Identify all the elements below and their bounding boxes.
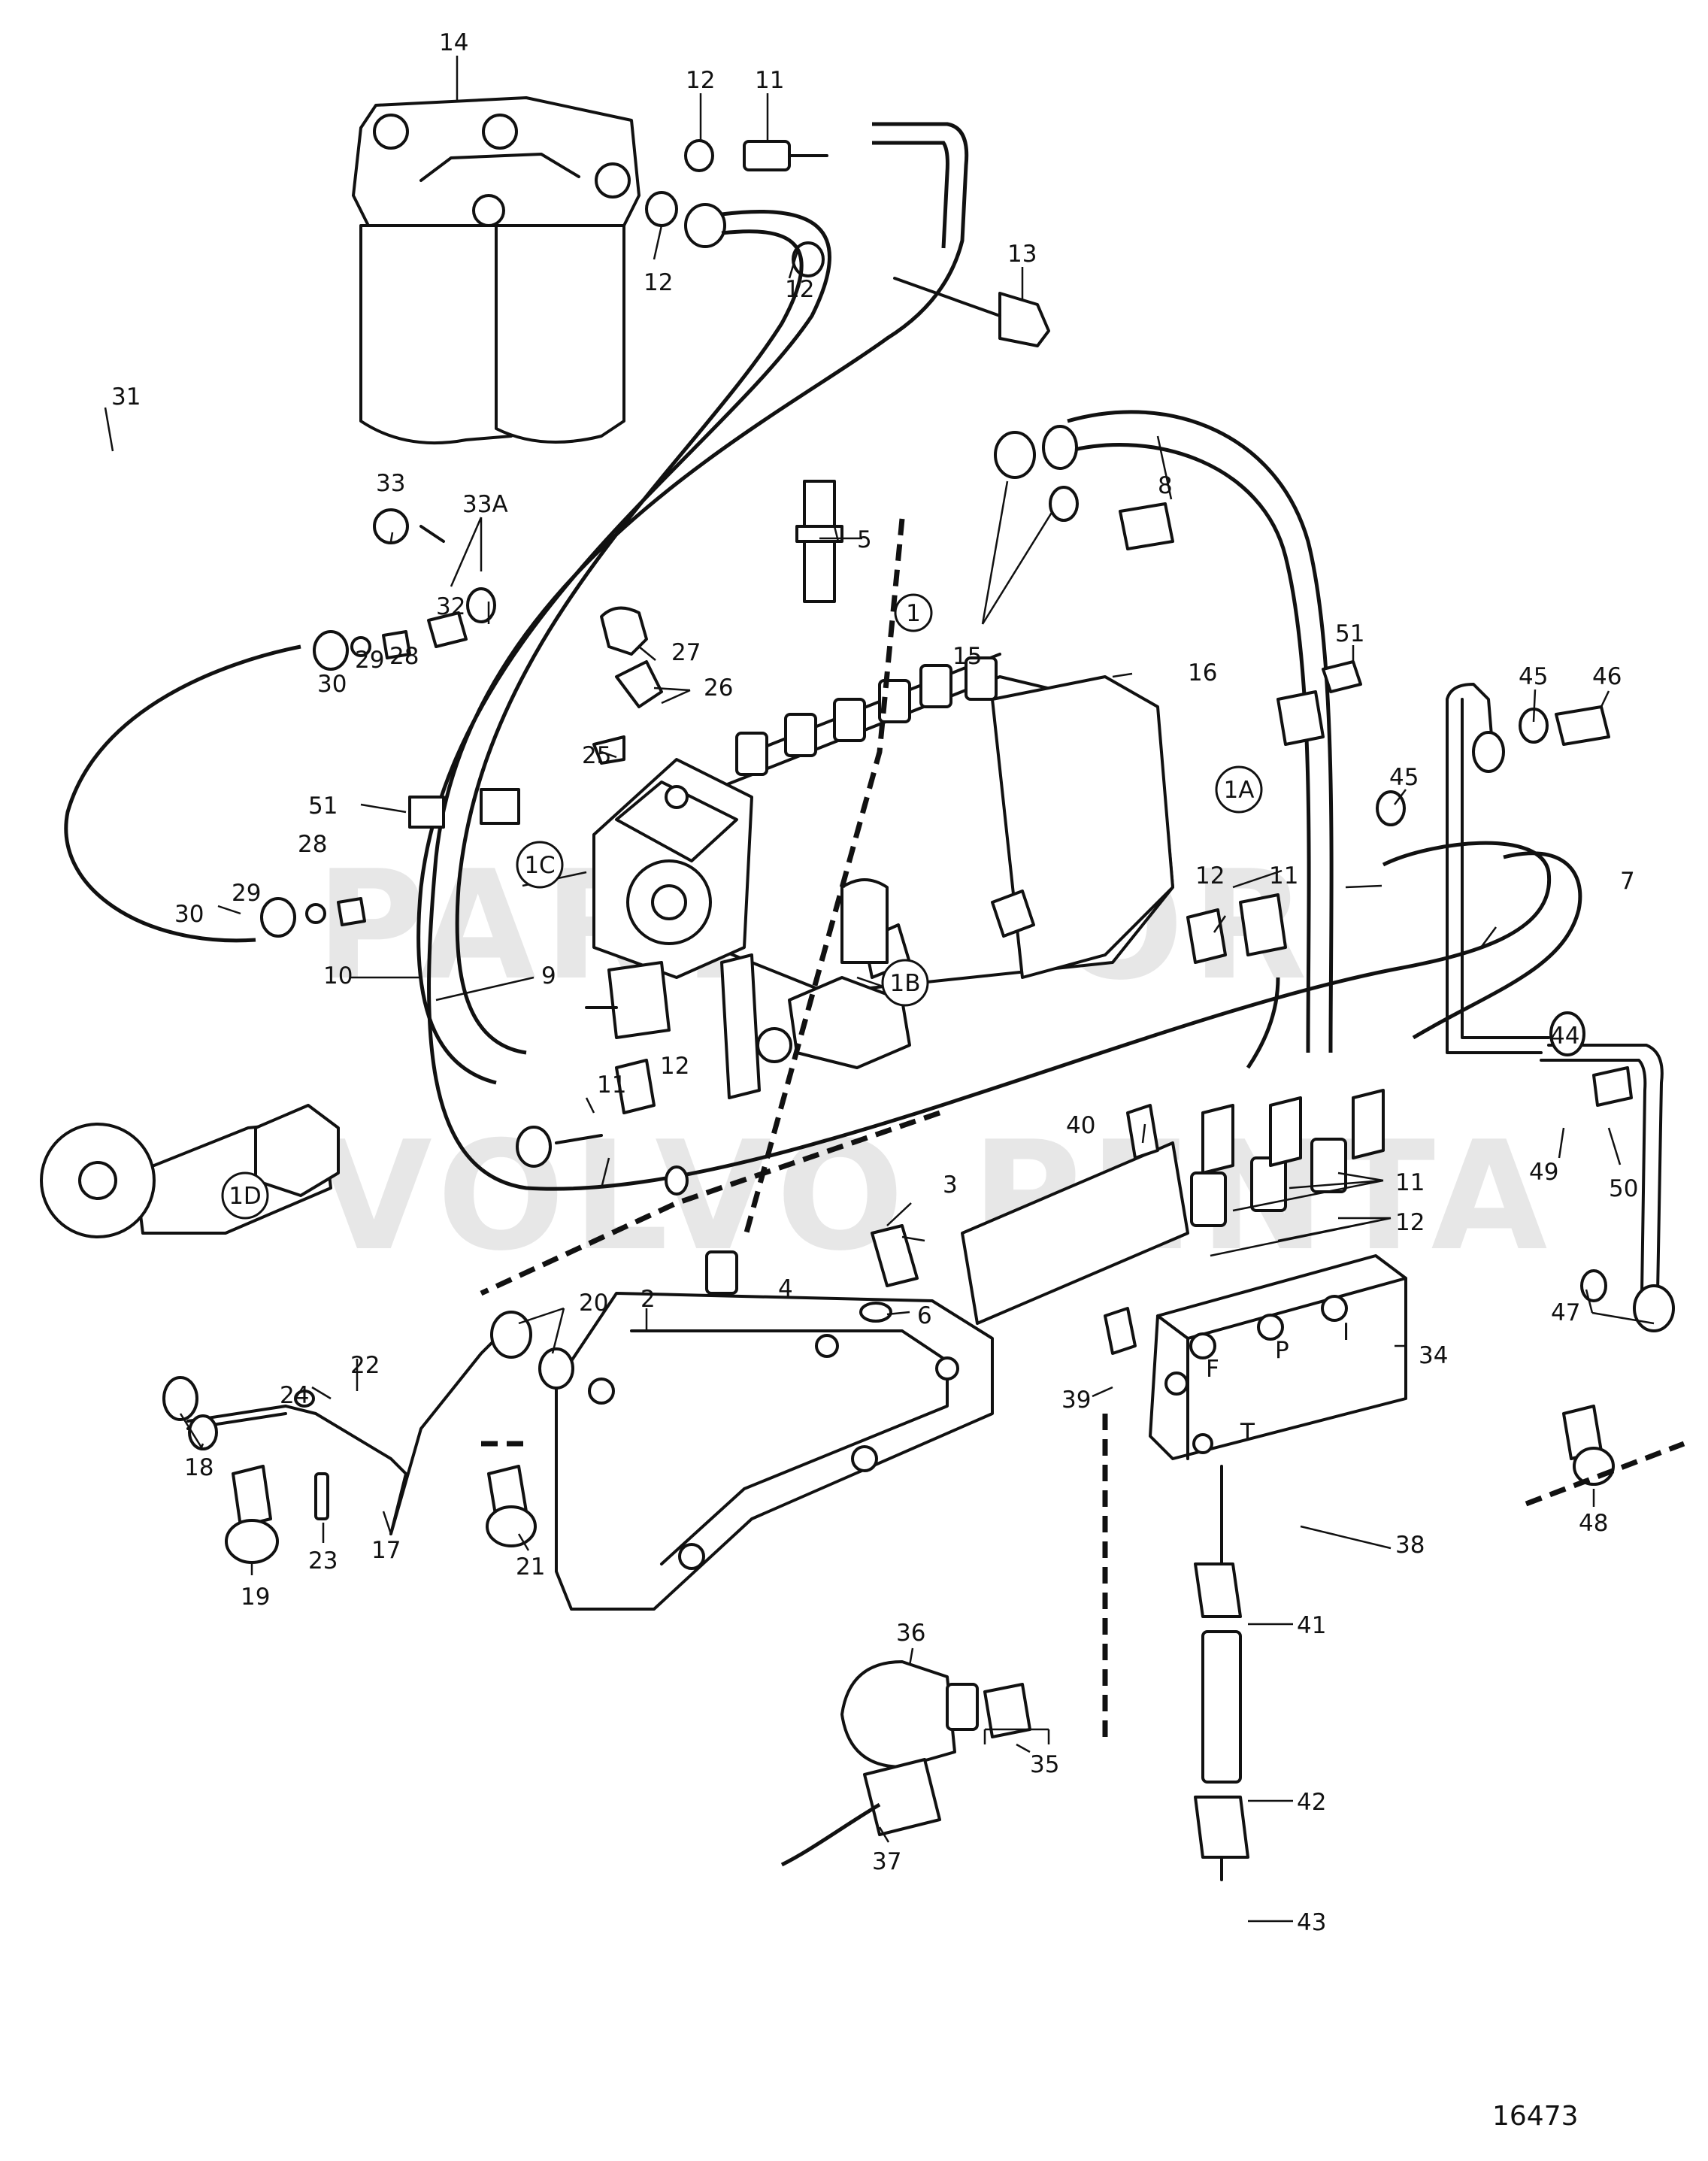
callout-9: 9 [541, 962, 556, 990]
callout-29: 29 [355, 647, 384, 674]
callout-3: 3 [943, 1171, 958, 1199]
callout-19: 19 [241, 1584, 270, 1611]
callout-circle-1: 1 [894, 593, 933, 632]
callout-25: 25 [582, 742, 611, 769]
distribution-block: F P I T [1149, 1138, 1407, 1460]
callout-43: 43 [1297, 1909, 1326, 1936]
block-port-i: I [1343, 1319, 1349, 1346]
callout-48: 48 [1579, 1510, 1608, 1537]
callout-1b: 1B [890, 970, 921, 997]
callout-28: 28 [389, 643, 419, 670]
callout-11: 11 [597, 1071, 626, 1099]
callout-17: 17 [371, 1537, 401, 1564]
callout-45: 45 [1389, 764, 1419, 791]
callout-26: 26 [704, 674, 733, 702]
callout-37: 37 [872, 1848, 901, 1875]
callout-1d: 1D [229, 1183, 262, 1210]
callout-circle-1a: 1A [1215, 765, 1263, 814]
hose-clamps-and-unions [408, 425, 1385, 1196]
callout-33: 33 [376, 470, 405, 497]
callout-14: 14 [439, 29, 468, 56]
callout-12: 12 [660, 1053, 689, 1080]
callout-44: 44 [1550, 1023, 1579, 1050]
callout-12: 12 [1395, 1209, 1425, 1236]
callout-21: 21 [516, 1553, 545, 1581]
callout-11: 11 [1269, 862, 1298, 890]
small-line-assembly [162, 1311, 574, 1564]
callout-47: 47 [1551, 1299, 1580, 1326]
callout-45: 45 [1519, 663, 1548, 690]
callout-51: 51 [1335, 620, 1364, 647]
mounting-bracket [961, 1104, 1189, 1355]
callout-49: 49 [1529, 1159, 1558, 1186]
filter-fittings [645, 139, 1050, 347]
callout-24: 24 [280, 1382, 309, 1409]
return-line-parts [1194, 1465, 1249, 1881]
block-port-t: T [1240, 1419, 1255, 1446]
callout-1c: 1C [524, 852, 555, 879]
hose-lines [64, 122, 1582, 1191]
callout-36: 36 [896, 1620, 925, 1647]
upper-left-fittings [260, 480, 843, 938]
right-side-line [1376, 683, 1675, 1486]
governor-housing [592, 758, 753, 979]
feed-pump-parts [720, 878, 911, 1099]
callout-22: 22 [350, 1352, 380, 1379]
callout-46: 46 [1592, 663, 1622, 690]
callout-1: 1 [906, 600, 921, 627]
callout-28: 28 [298, 831, 327, 858]
callout-31: 31 [111, 383, 141, 411]
callout-35: 35 [1030, 1751, 1059, 1778]
block-port-f: F [1206, 1356, 1219, 1383]
callout-circle-1b: 1B [881, 959, 929, 1007]
callout-27: 27 [671, 639, 701, 666]
callout-20: 20 [579, 1290, 608, 1317]
callout-5: 5 [857, 526, 872, 553]
callout-15: 15 [952, 643, 982, 670]
base-plate [555, 1224, 994, 1611]
block-port-p: P [1275, 1337, 1289, 1364]
callout-11: 11 [1395, 1169, 1425, 1196]
callout-7: 7 [1620, 868, 1635, 895]
callout-33a: 33A [462, 491, 508, 518]
callout-8: 8 [1158, 472, 1173, 499]
callout-41: 41 [1297, 1612, 1326, 1639]
callout-1a: 1A [1224, 777, 1255, 804]
callout-13: 13 [1007, 241, 1037, 268]
part-callouts: 14 12 11 12 12 13 33 33A 31 32 30 29 28 … [111, 29, 1638, 1936]
callout-40: 40 [1066, 1112, 1095, 1139]
injection-pump [713, 653, 1174, 994]
callout-6: 6 [917, 1302, 932, 1329]
callout-29: 29 [232, 880, 261, 907]
callout-32: 32 [436, 593, 465, 620]
solenoid-valve [780, 1660, 1031, 1867]
callout-18: 18 [184, 1454, 214, 1481]
callout-30: 30 [317, 671, 347, 698]
callout-42: 42 [1297, 1789, 1326, 1816]
drawing-reference-number: 16473 [1492, 2101, 1579, 2132]
callout-38: 38 [1395, 1532, 1425, 1559]
callout-12: 12 [686, 67, 715, 94]
callout-39: 39 [1061, 1387, 1091, 1414]
callout-12: 12 [785, 276, 814, 303]
callout-4: 4 [778, 1275, 793, 1302]
callout-10: 10 [323, 962, 353, 990]
fuel-filter-assembly [352, 96, 640, 445]
callout-12: 12 [644, 269, 673, 296]
callout-23: 23 [308, 1547, 338, 1575]
callout-2: 2 [640, 1286, 656, 1313]
callout-16: 16 [1188, 659, 1217, 686]
callout-34: 34 [1419, 1342, 1448, 1369]
callout-circle-1c: 1C [516, 841, 564, 889]
callout-30: 30 [174, 901, 204, 928]
dashed-connection-lines [480, 518, 1685, 1737]
callout-12: 12 [1195, 862, 1225, 890]
callout-circle-1d: 1D [221, 1171, 269, 1220]
callout-50: 50 [1609, 1175, 1638, 1202]
leader-lines [104, 56, 1655, 1923]
callout-11: 11 [755, 67, 784, 94]
callout-51: 51 [308, 793, 338, 820]
